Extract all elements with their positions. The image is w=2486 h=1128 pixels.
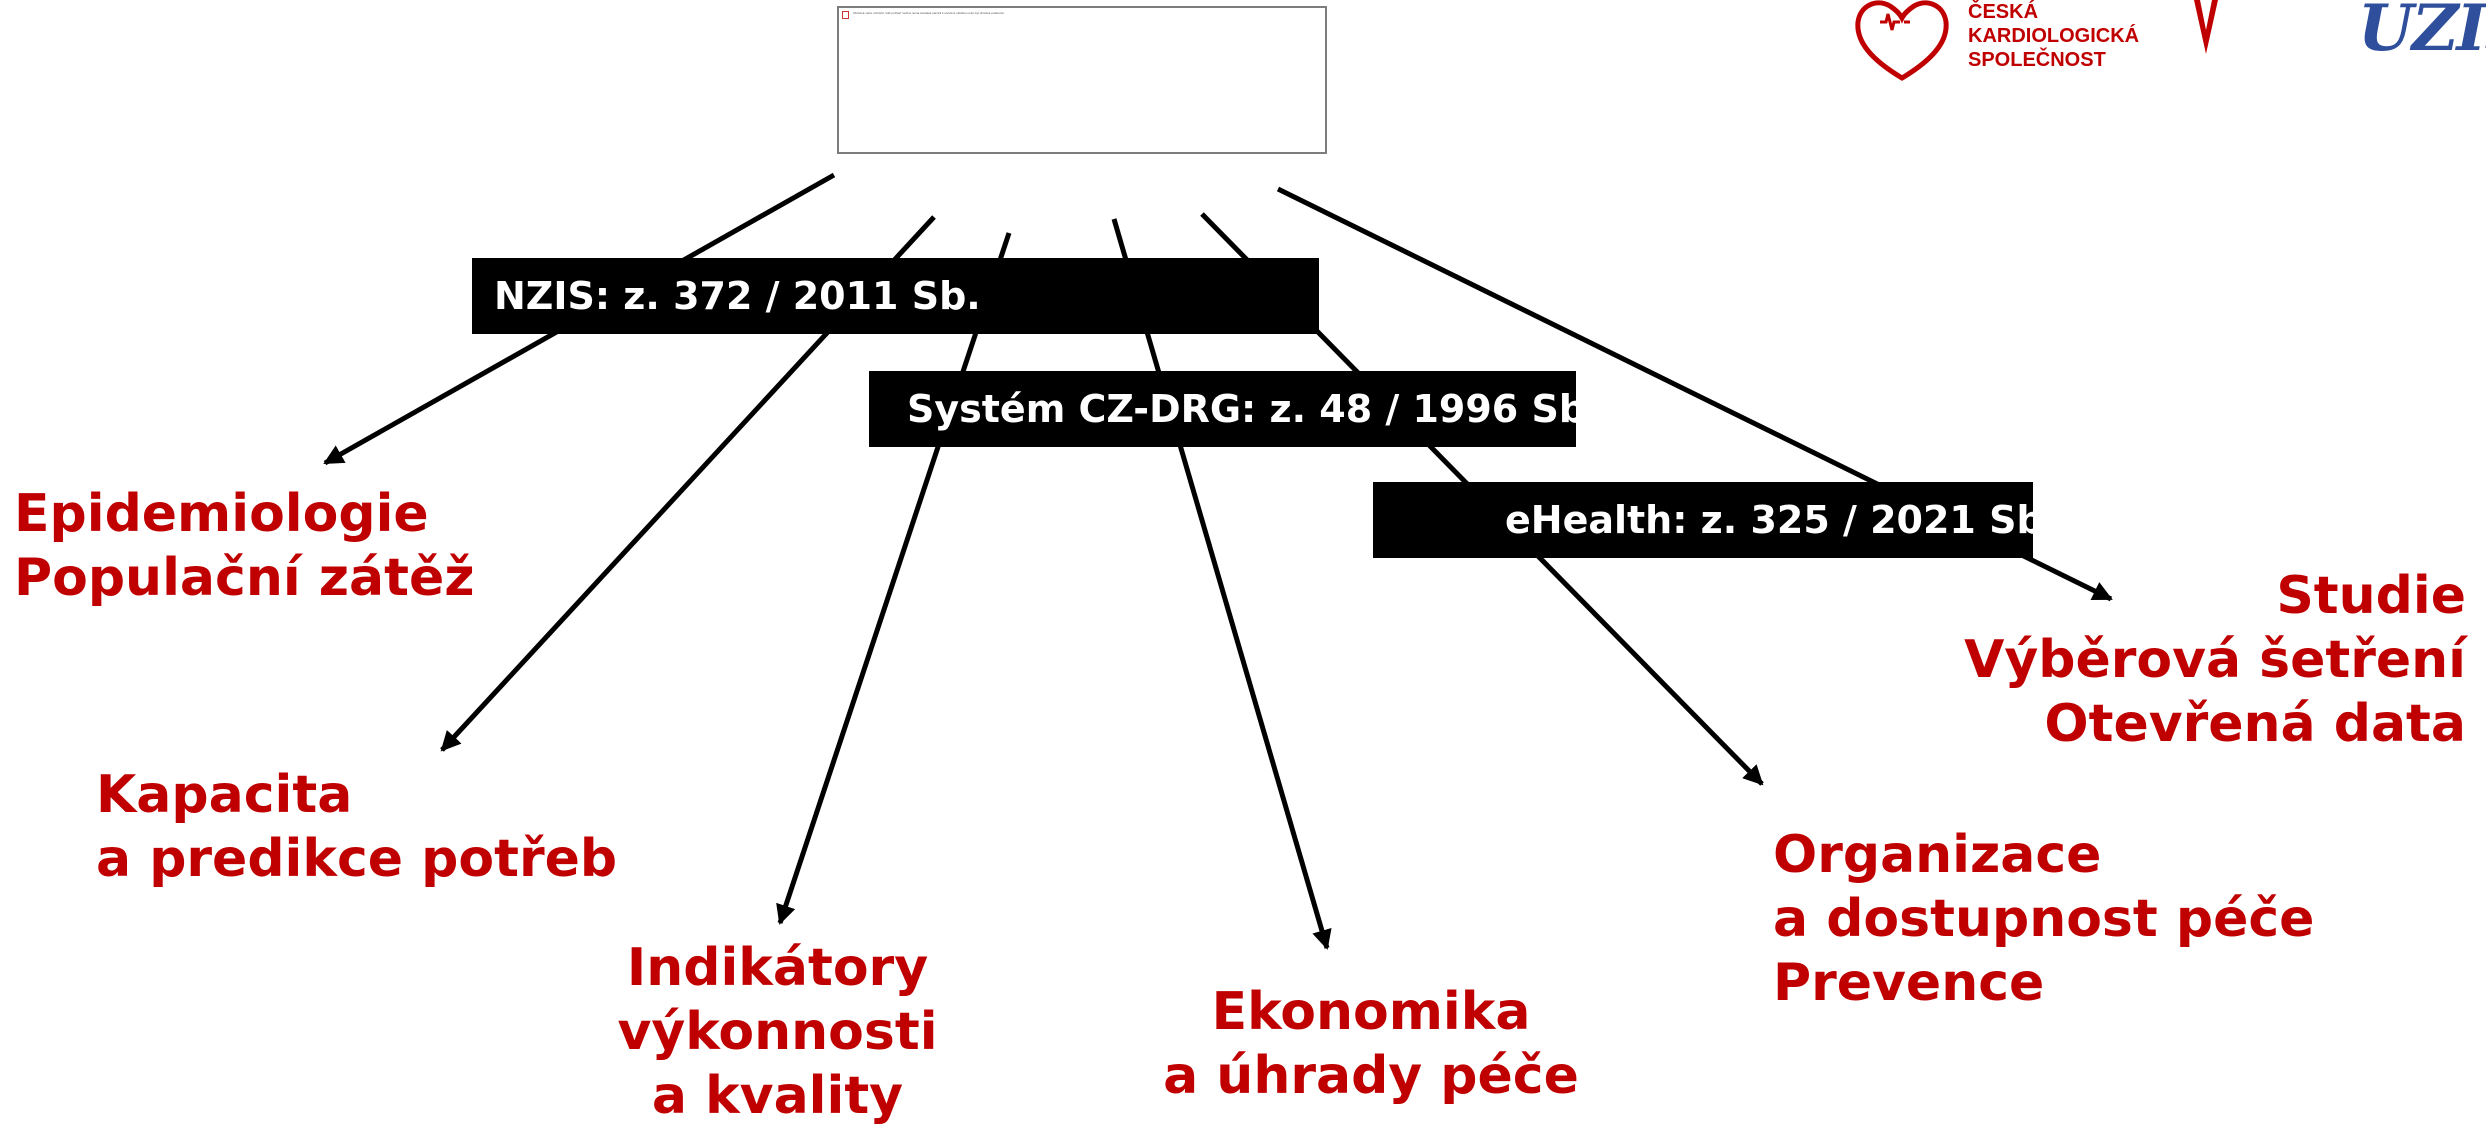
target-line: Otevřená data (2044, 694, 2466, 754)
target-line: Populační zátěž (14, 548, 475, 608)
arrow-to-indikatory (776, 232, 1012, 925)
arrow-to-ekonomika (1111, 218, 1332, 950)
target-ekonomika: Ekonomika a úhrady péče (1156, 980, 1586, 1108)
red-mark-logo-icon (2194, 0, 2218, 54)
law-drg-label: Systém CZ-DRG: z. 48 / 1996 Sb. (869, 371, 1600, 447)
target-line: Indikátory (626, 938, 929, 998)
target-line: Prevence (1773, 953, 2045, 1013)
target-line: Ekonomika (1211, 982, 1531, 1042)
target-line: Výběrová šetření (1964, 630, 2466, 690)
target-line: a predikce potřeb (96, 829, 618, 889)
cks-line: SPOLEČNOST (1968, 49, 2106, 71)
uzis-logo: ÚZIS (2358, 0, 2486, 66)
target-line: a úhrady péče (1163, 1046, 1579, 1106)
target-kapacita: Kapacita a predikce potřeb (96, 763, 617, 891)
target-line: výkonnosti (617, 1002, 938, 1062)
target-indikatory: Indikátory výkonnosti a kvality (575, 936, 980, 1128)
target-line: a dostupnost péče (1773, 889, 2315, 949)
cks-logo-text: ČESKÁ KARDIOLOGICKÁ SPOLEČNOST (1968, 0, 2139, 72)
broken-image-icon (842, 11, 849, 19)
heart-logo-icon (1855, 0, 1949, 81)
law-ehealth-label: eHealth: z. 325 / 2021 Sb. (1373, 482, 2058, 558)
law-nzis-label: NZIS: z. 372 / 2011 Sb. (472, 258, 1319, 334)
cks-line: KARDIOLOGICKÁ (1968, 25, 2140, 47)
target-studie: Studie Výběrová šetření Otevřená data (1964, 564, 2466, 756)
target-epidemiologie: Epidemiologie Populační zátěž (14, 482, 475, 610)
target-line: Studie (2276, 566, 2466, 626)
cks-line: ČESKÁ (1968, 1, 2039, 23)
target-line: Organizace (1773, 825, 2102, 885)
target-organizace: Organizace a dostupnost péče Prevence (1773, 823, 2314, 1015)
image-placeholder: Obrázek nelze zobrazit. Váš počítač možn… (837, 6, 1327, 154)
target-line: Kapacita (96, 765, 353, 825)
target-line: Epidemiologie (14, 484, 429, 544)
target-line: a kvality (651, 1066, 904, 1126)
image-placeholder-caption: Obrázek nelze zobrazit. Váš počítač možn… (853, 11, 1005, 15)
